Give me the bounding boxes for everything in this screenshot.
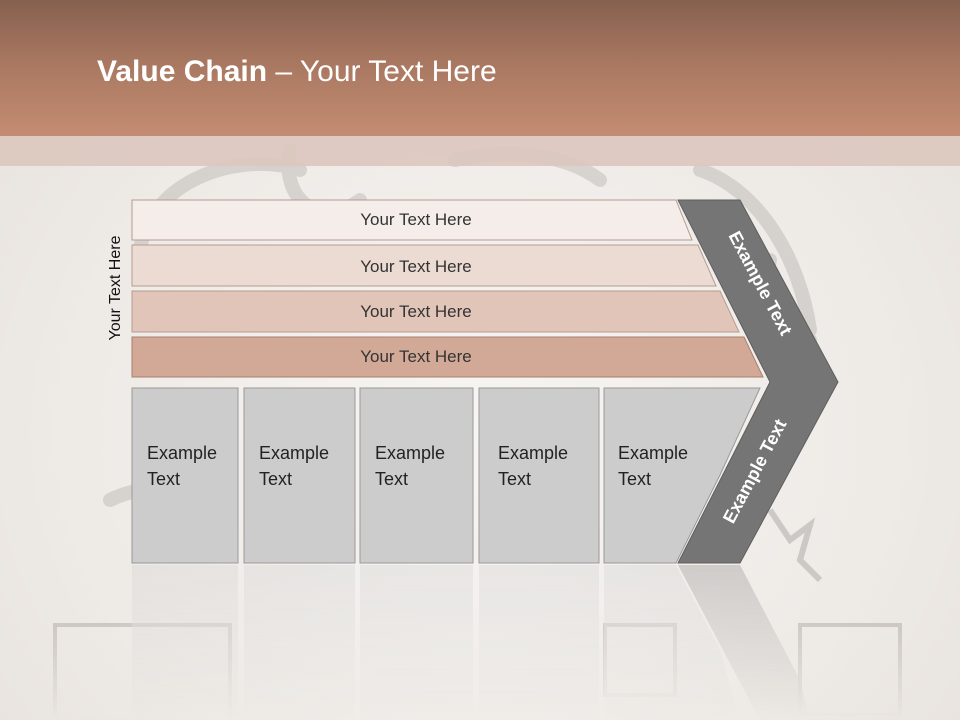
title-bold: Value Chain	[97, 55, 268, 88]
reflection-box-4	[479, 565, 599, 720]
reflection-box-1	[132, 565, 238, 720]
box-5-line2: Text	[618, 469, 651, 489]
box-4-line2: Text	[498, 469, 531, 489]
reflection	[53, 565, 902, 720]
row-label-1: Your Text Here	[360, 210, 472, 229]
reflection-chevron	[678, 565, 810, 720]
box-3-line1: Example	[375, 443, 445, 463]
reflection-box-3	[360, 565, 473, 720]
primary-boxes: Example Text Example Text Example Text E…	[131, 387, 761, 564]
header-band	[0, 136, 960, 166]
box-4-line1: Example	[498, 443, 568, 463]
title-rest: – Your Text Here	[267, 55, 497, 88]
box-5[interactable]	[603, 387, 761, 564]
reflection-box-2	[244, 565, 355, 720]
header-bar	[0, 0, 960, 136]
box-2[interactable]	[243, 387, 356, 564]
box-2-line2: Text	[259, 469, 292, 489]
row-shape-2[interactable]	[131, 244, 717, 287]
slide-title: Value Chain – Your Text Here	[97, 55, 497, 89]
row-shape-3[interactable]	[131, 290, 740, 333]
chevron-shape[interactable]	[677, 199, 839, 564]
reflection-box-5	[604, 565, 740, 720]
row-label-4: Your Text Here	[360, 347, 472, 366]
box-4[interactable]	[478, 387, 600, 564]
box-1[interactable]	[131, 387, 239, 564]
support-rows: Your Text Here Your Text Here Your Text …	[131, 199, 764, 378]
box-3[interactable]	[359, 387, 474, 564]
row-label-2: Your Text Here	[360, 257, 472, 276]
box-1-line2: Text	[147, 469, 180, 489]
row-label-3: Your Text Here	[360, 302, 472, 321]
box-5-line1: Example	[618, 443, 688, 463]
row-shape-1[interactable]	[131, 199, 693, 241]
box-3-line2: Text	[375, 469, 408, 489]
row-shape-4[interactable]	[131, 336, 764, 378]
box-2-line1: Example	[259, 443, 329, 463]
box-1-line1: Example	[147, 443, 217, 463]
